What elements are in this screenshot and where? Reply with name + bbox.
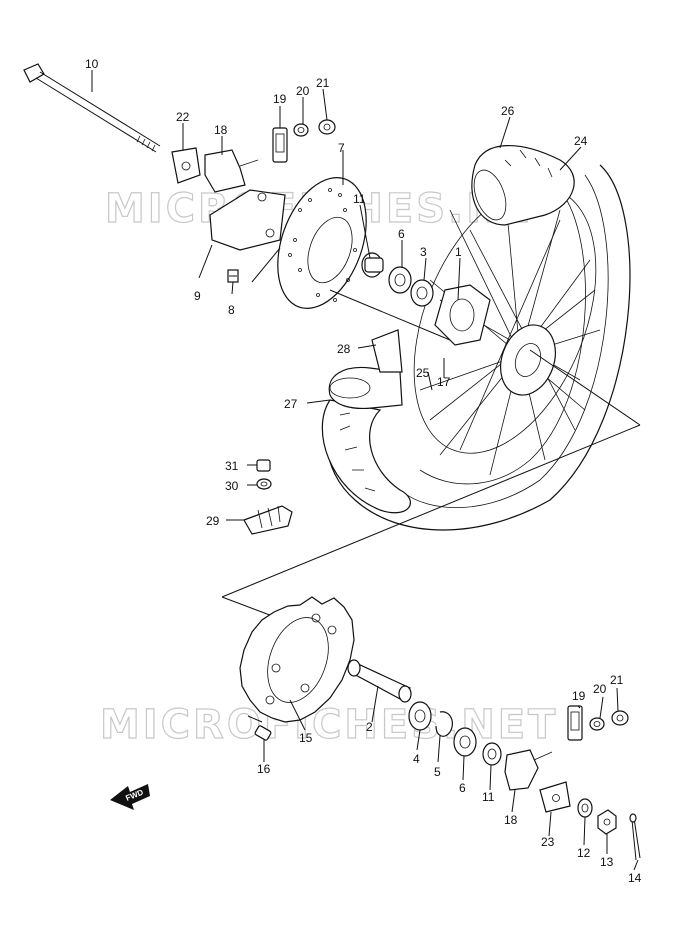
fwd-arrow: FWD [110,784,150,810]
circlip-5 [435,711,453,737]
callout-30: 30 [225,479,239,493]
callout-6-lower: 6 [459,781,466,795]
callout-2: 2 [366,720,373,734]
rear-sprocket [239,596,355,723]
callout-29: 29 [206,514,220,528]
bearing-upper-6 [388,266,412,294]
callout-23: 23 [541,835,555,849]
callout-20-lower: 20 [593,682,607,696]
nut-21-upper [318,119,336,135]
callout-3: 3 [420,245,427,259]
callout-13: 13 [600,855,614,869]
callout-17: 17 [437,375,451,389]
hub-flange [434,284,491,346]
washer-30 [256,478,272,490]
callout-11-upper: 11 [353,192,366,206]
washer-20-upper [293,123,309,137]
callout-15: 15 [299,731,313,745]
washer-12 [577,798,593,818]
callout-28: 28 [337,342,351,356]
rim-lock-29 [243,505,293,535]
tube-part [471,144,575,226]
callout-5: 5 [434,765,441,779]
tire-tread-section [321,399,411,514]
leader-lines [91,70,639,871]
collar-11-lower [482,742,502,766]
callout-25: 25 [416,366,430,380]
callout-12: 12 [577,846,591,860]
adjuster-cap-19-lower [567,705,583,741]
bearing-6-lower [453,727,477,757]
callout-21-lower: 21 [610,673,624,687]
callout-7: 7 [338,141,345,155]
nut-21-lower [611,710,629,726]
caliper-bracket [209,189,286,251]
callouts: 10 22 18 19 20 21 7 11 6 3 1 26 24 9 8 2… [85,57,642,885]
castle-nut-13 [597,809,617,835]
explode-guide-lines [221,247,641,618]
collar-upper [361,252,384,278]
callout-19-lower: 19 [572,689,586,703]
bolt-8 [227,269,239,283]
callout-18-upper: 18 [214,123,228,137]
bearing-upper-3 [410,279,434,307]
callout-31: 31 [225,459,239,473]
callout-26: 26 [501,104,515,118]
washer-20-lower [589,717,605,731]
adjuster-cap-19 [272,127,288,163]
callout-19-upper: 19 [273,92,287,106]
callout-21-upper: 21 [316,76,330,90]
callout-10: 10 [85,57,99,71]
watermark-bottom: MICROFICHES.NET [100,702,558,748]
callout-6-upper: 6 [398,227,405,241]
chain-adjuster-lower [504,749,553,791]
adjuster-plate-23 [539,781,571,813]
chain-adjuster-upper [204,149,259,193]
callout-11-lower: 11 [482,790,495,804]
callout-4: 4 [413,752,420,766]
nut-31 [256,459,271,472]
callout-9: 9 [194,289,201,303]
callout-16: 16 [257,762,271,776]
brake-disc [277,177,367,309]
bearing-4 [408,701,432,731]
callout-1: 1 [455,245,462,259]
spacer-2 [347,659,412,703]
sprocket-bolt-16 [247,715,272,741]
cotter-pin-14 [629,813,641,861]
callout-14: 14 [628,871,642,885]
callout-18-lower: 18 [504,813,518,827]
axle [23,63,161,153]
callout-8: 8 [228,303,235,317]
callout-24: 24 [574,134,588,148]
adjuster-plate-22 [171,147,201,184]
callout-20-upper: 20 [296,84,310,98]
rim-band [328,329,403,410]
callout-27: 27 [284,397,298,411]
callout-22: 22 [176,110,190,124]
rear-hub [500,324,556,396]
